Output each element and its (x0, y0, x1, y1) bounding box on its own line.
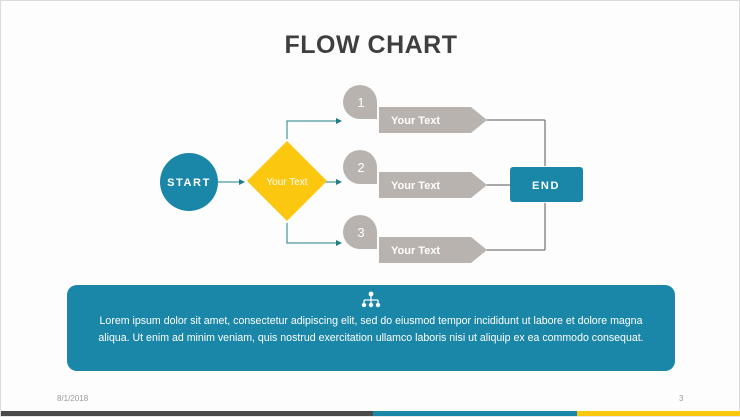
step-number: 3 (357, 225, 364, 240)
connector-decision-steps (286, 118, 342, 246)
step-number: 2 (357, 160, 364, 175)
step-label: Your Text (391, 245, 440, 257)
connector-steps-end (486, 119, 546, 251)
step-node: 3 Your Text (343, 215, 487, 263)
page-number: 3 (679, 394, 684, 403)
decision-node: Your Text (247, 141, 327, 221)
hierarchy-icon (361, 291, 381, 308)
step-number-badge (343, 85, 377, 119)
footer-bar-teal (373, 411, 577, 416)
end-label: END (532, 180, 560, 192)
footer-bar-yellow (577, 411, 740, 416)
step-number-badge (343, 150, 377, 184)
footer-bar-dark (1, 411, 373, 416)
info-text: Lorem ipsum dolor sit amet, consectetur … (98, 315, 644, 344)
step-label-arrow (379, 172, 487, 198)
step-number: 1 (357, 95, 364, 110)
footer-date: 8/1/2018 (57, 394, 89, 403)
end-node: END (510, 167, 583, 202)
step-label: Your Text (391, 180, 440, 192)
step-node: 1 Your Text (343, 85, 487, 133)
step-label-arrow (379, 107, 487, 133)
start-node: START (160, 153, 218, 211)
slide-title: FLOW CHART (284, 31, 458, 59)
decision-label: Your Text (266, 177, 307, 188)
step-label-arrow (379, 237, 487, 263)
start-label: START (167, 177, 211, 189)
step-label: Your Text (391, 115, 440, 127)
info-box: Lorem ipsum dolor sit amet, consectetur … (67, 285, 675, 371)
step-node: 2 Your Text (343, 150, 487, 198)
step-number-badge (343, 215, 377, 249)
